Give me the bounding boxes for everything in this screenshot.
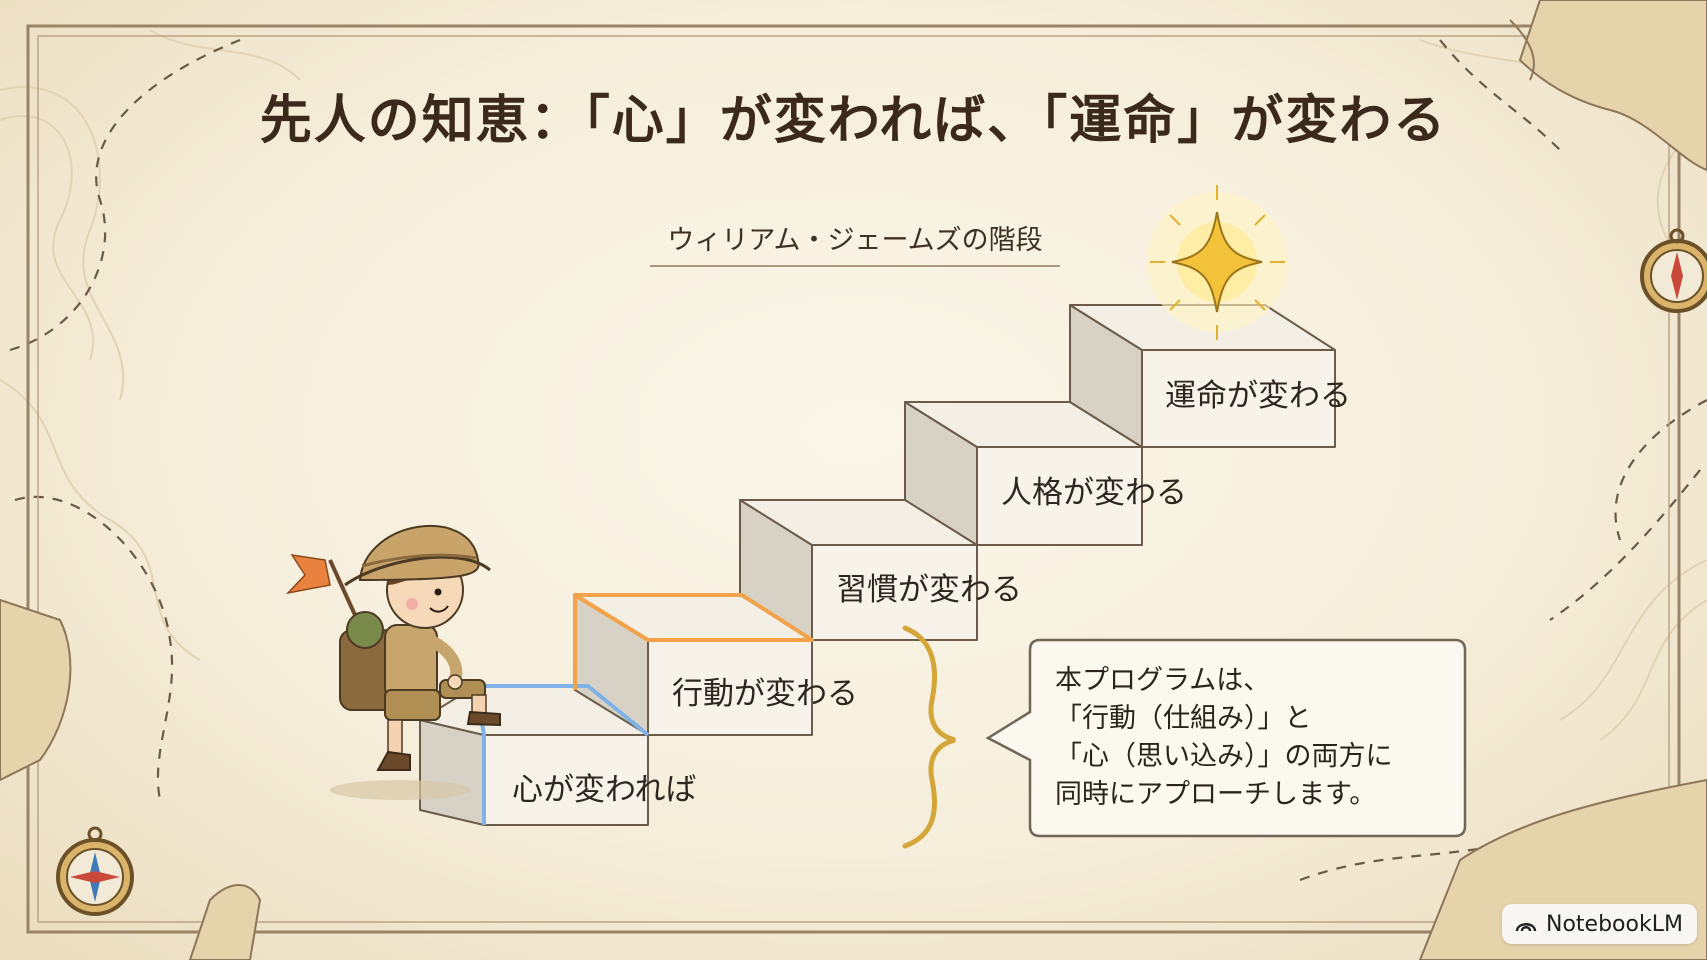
step-label-action: 行動が変わる (672, 676, 858, 712)
notebooklm-logo-icon (1515, 923, 1537, 932)
explorer-illustration (285, 525, 501, 800)
compass-icon (56, 826, 134, 916)
callout-box (985, 638, 1467, 838)
badge-label: NotebookLM (1546, 911, 1683, 937)
page-title: 先人の知恵：「心」が変われば、「運命」が変わる (259, 91, 1448, 151)
notebooklm-badge[interactable]: NotebookLM (1502, 904, 1697, 944)
step-label-mind: 心が変われば (512, 772, 697, 808)
step-label-character: 人格が変わる (1001, 475, 1187, 511)
callout-line: 本プログラムは、 (1055, 665, 1271, 696)
callout-line: 「心（思い込み）」の両方に (1055, 741, 1393, 772)
star-icon (1147, 185, 1287, 340)
staircase (419, 304, 1336, 826)
callout-line: 同時にアプローチします。 (1055, 779, 1377, 810)
diagram-subtitle: ウィリアム・ジェームズの階段 (667, 225, 1043, 256)
callout-line: 「行動（仕組み）」と (1055, 703, 1312, 734)
step-label-habit: 習慣が変わる (836, 572, 1022, 608)
compass-icon (1640, 228, 1707, 313)
step-2-highlight (573, 593, 814, 690)
brace-icon (902, 625, 956, 849)
step-label-destiny: 運命が変わる (1165, 378, 1351, 414)
callout-text: 本プログラムは、 「行動（仕組み）」と 「心（思い込み）」の両方に 同時にアプロ… (1055, 662, 1393, 814)
